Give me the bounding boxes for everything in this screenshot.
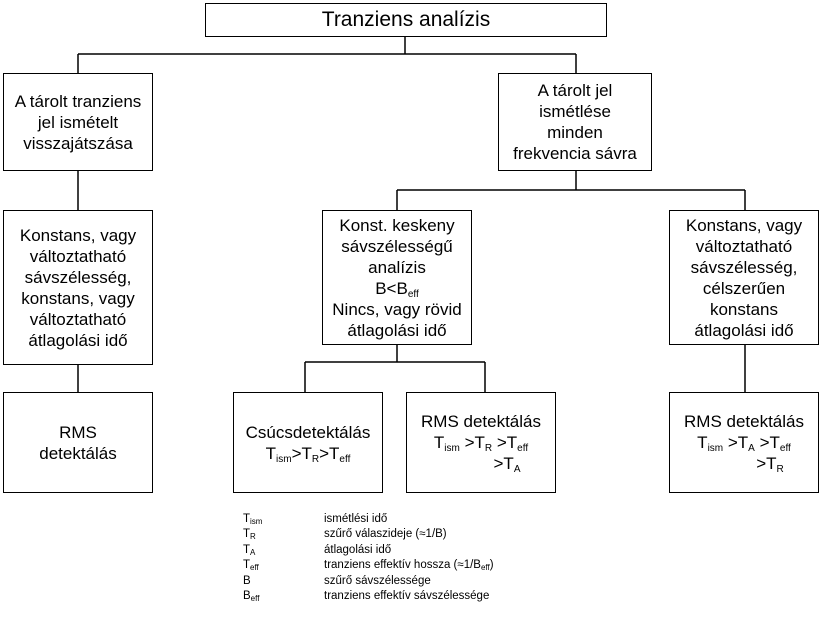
node-narrow-band: Konst. keskeny sávszélességű analízis B<… [322, 210, 472, 345]
legend-description: szűrő sávszélessége [324, 574, 431, 587]
node-line: frekvencia sávra [513, 144, 637, 163]
node-line: minden [547, 123, 603, 142]
legend-symbol: Teff [243, 559, 259, 573]
node-variable-band: Konstans, vagy változtatható sávszélessé… [669, 210, 819, 345]
node-line: Nincs, vagy rövid [332, 299, 462, 319]
node-line: változtatható [29, 309, 127, 329]
node-line: ismétlése [539, 102, 611, 121]
rms-variable-formula: Tism >TA >Teff [697, 433, 791, 454]
node-stored-replay: A tárolt tranziens jel ismételt visszajá… [3, 73, 153, 171]
node-line: átlagolási idő [694, 320, 794, 340]
node-line: jel ismételt [37, 112, 119, 132]
node-title: RMS detektálás [684, 412, 804, 431]
node-line: detektálás [39, 443, 117, 463]
node-line: sávszélesség, [690, 257, 798, 277]
node-line: konstans [709, 299, 779, 319]
legend-symbol: TR [243, 528, 256, 542]
legend-symbol: Beff [243, 589, 260, 603]
condition-formula: B<Beff [375, 278, 419, 300]
node-left-settings: Konstans, vagy változtatható sávszélessé… [3, 210, 153, 365]
node-line: Konstans, vagy [685, 215, 803, 235]
rms-narrow-formula-cont: >TA [493, 454, 521, 475]
node-rms-variable: RMS detektálás Tism >TA >Teff >TR [669, 392, 819, 493]
node-line: A tárolt jel [537, 81, 613, 100]
node-left-rms: RMS detektálás [3, 392, 153, 493]
node-line: visszajátszása [23, 133, 133, 153]
rms-narrow-formula: Tism >TR >Teff [433, 433, 529, 454]
node-line: sávszélességű [341, 236, 453, 256]
legend-description: átlagolási idő [324, 543, 392, 556]
node-line: Konstans, vagy [19, 225, 137, 245]
node-line: Konst. keskeny [339, 215, 455, 235]
legend-description: tranziens effektív hossza (≈1/Beff) [324, 559, 494, 573]
node-line: analízis [368, 257, 426, 277]
node-line: átlagolási idő [347, 320, 447, 340]
node-line: átlagolási idő [28, 330, 128, 350]
rms-variable-formula-cont: >TR [756, 454, 784, 475]
node-title: RMS detektálás [421, 412, 541, 431]
legend-symbol: Tism [243, 513, 263, 526]
node-line: A tárolt tranziens [14, 91, 142, 111]
legend-symbol: TA [243, 543, 256, 557]
node-line: RMS [59, 422, 97, 442]
node-line: sávszélesség, [24, 267, 132, 287]
node-line: konstans, vagy [21, 288, 135, 308]
node-line: változtatható [695, 236, 793, 256]
root-label: Tranziens analízis [321, 8, 491, 31]
node-peak-detection: Csúcsdetektálás Tism>TR>Teff [233, 392, 383, 493]
node-stored-per-band: A tárolt jel ismétlése minden frekvencia… [498, 73, 652, 171]
peak-formula: Tism>TR>Teff [265, 443, 351, 465]
legend-description: ismétlési idő [324, 513, 388, 525]
root-node: Tranziens analízis [205, 3, 607, 37]
node-line: célszerűen [702, 278, 786, 298]
node-rms-narrow: RMS detektálás Tism >TR >Teff >TA [406, 392, 556, 493]
legend-description: tranziens effektív sávszélessége [324, 589, 490, 602]
legend-description: szűrő válaszideje (≈1/B) [324, 528, 447, 541]
node-title: Csúcsdetektálás [245, 422, 371, 442]
node-line: változtatható [29, 246, 127, 266]
legend-symbol: B [243, 574, 251, 587]
